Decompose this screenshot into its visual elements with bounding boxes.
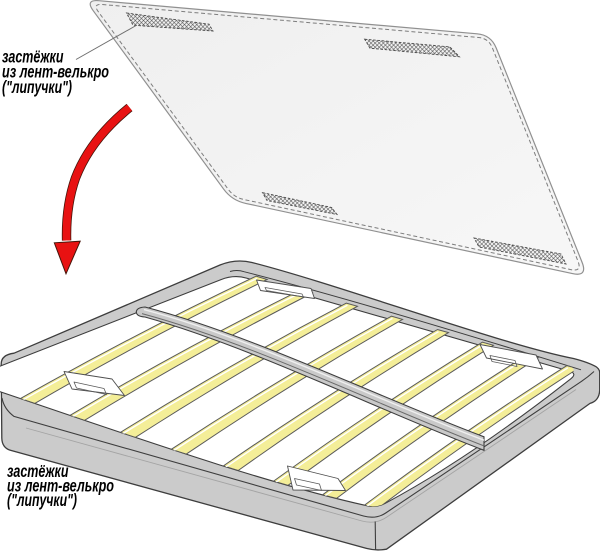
svg-text:из лент-велькро: из лент-велькро bbox=[2, 62, 109, 82]
svg-text:застёжки: застёжки bbox=[7, 461, 69, 481]
svg-text:из лент-велькро: из лент-велькро bbox=[7, 476, 114, 496]
svg-text:("липучки"): ("липучки") bbox=[2, 77, 72, 97]
svg-text:("липучки"): ("липучки") bbox=[7, 490, 77, 510]
svg-text:застёжки: застёжки bbox=[2, 47, 64, 67]
